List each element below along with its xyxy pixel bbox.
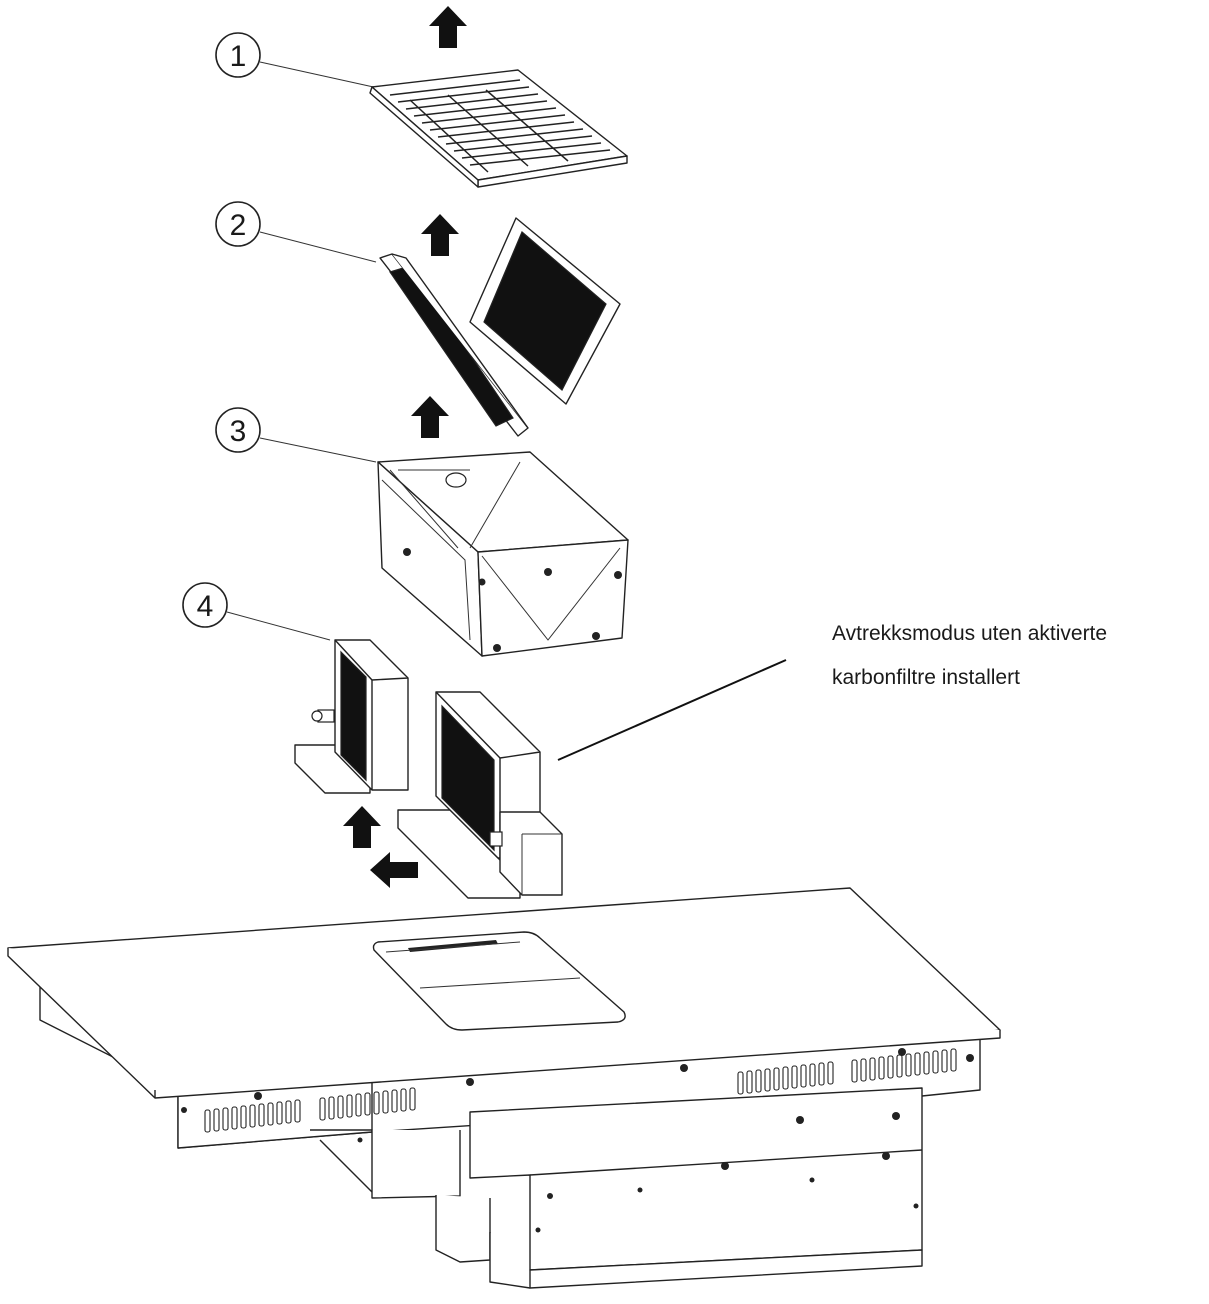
annotation-line-1: Avtrekksmodus uten aktiverte xyxy=(832,622,1107,645)
callout-3-label: 3 xyxy=(230,415,247,448)
callout-3: 3 xyxy=(215,407,377,463)
arrow-up-icon xyxy=(429,6,467,48)
arrow-left-icon xyxy=(370,852,418,888)
callout-4-label: 4 xyxy=(197,590,214,623)
callout-4: 4 xyxy=(182,582,331,641)
callout-2: 2 xyxy=(215,201,377,263)
carbon-filter-right xyxy=(397,691,563,899)
arrow-up-icon xyxy=(343,806,381,848)
filter-left xyxy=(379,253,529,437)
arrow-up-icon xyxy=(421,214,459,256)
arrow-up-icon xyxy=(411,396,449,438)
annotation: Avtrekksmodus uten aktiverte karbonfiltr… xyxy=(557,622,1107,761)
filter-right xyxy=(469,217,621,405)
cooktop xyxy=(7,887,1001,1289)
filter-housing xyxy=(377,451,629,657)
carbon-filter-left xyxy=(294,639,409,794)
grille xyxy=(369,69,628,188)
callout-1-label: 1 xyxy=(230,40,247,73)
callout-2-label: 2 xyxy=(230,209,247,242)
callout-1: 1 xyxy=(215,32,379,89)
annotation-line-2: karbonfiltre installert xyxy=(832,666,1020,689)
